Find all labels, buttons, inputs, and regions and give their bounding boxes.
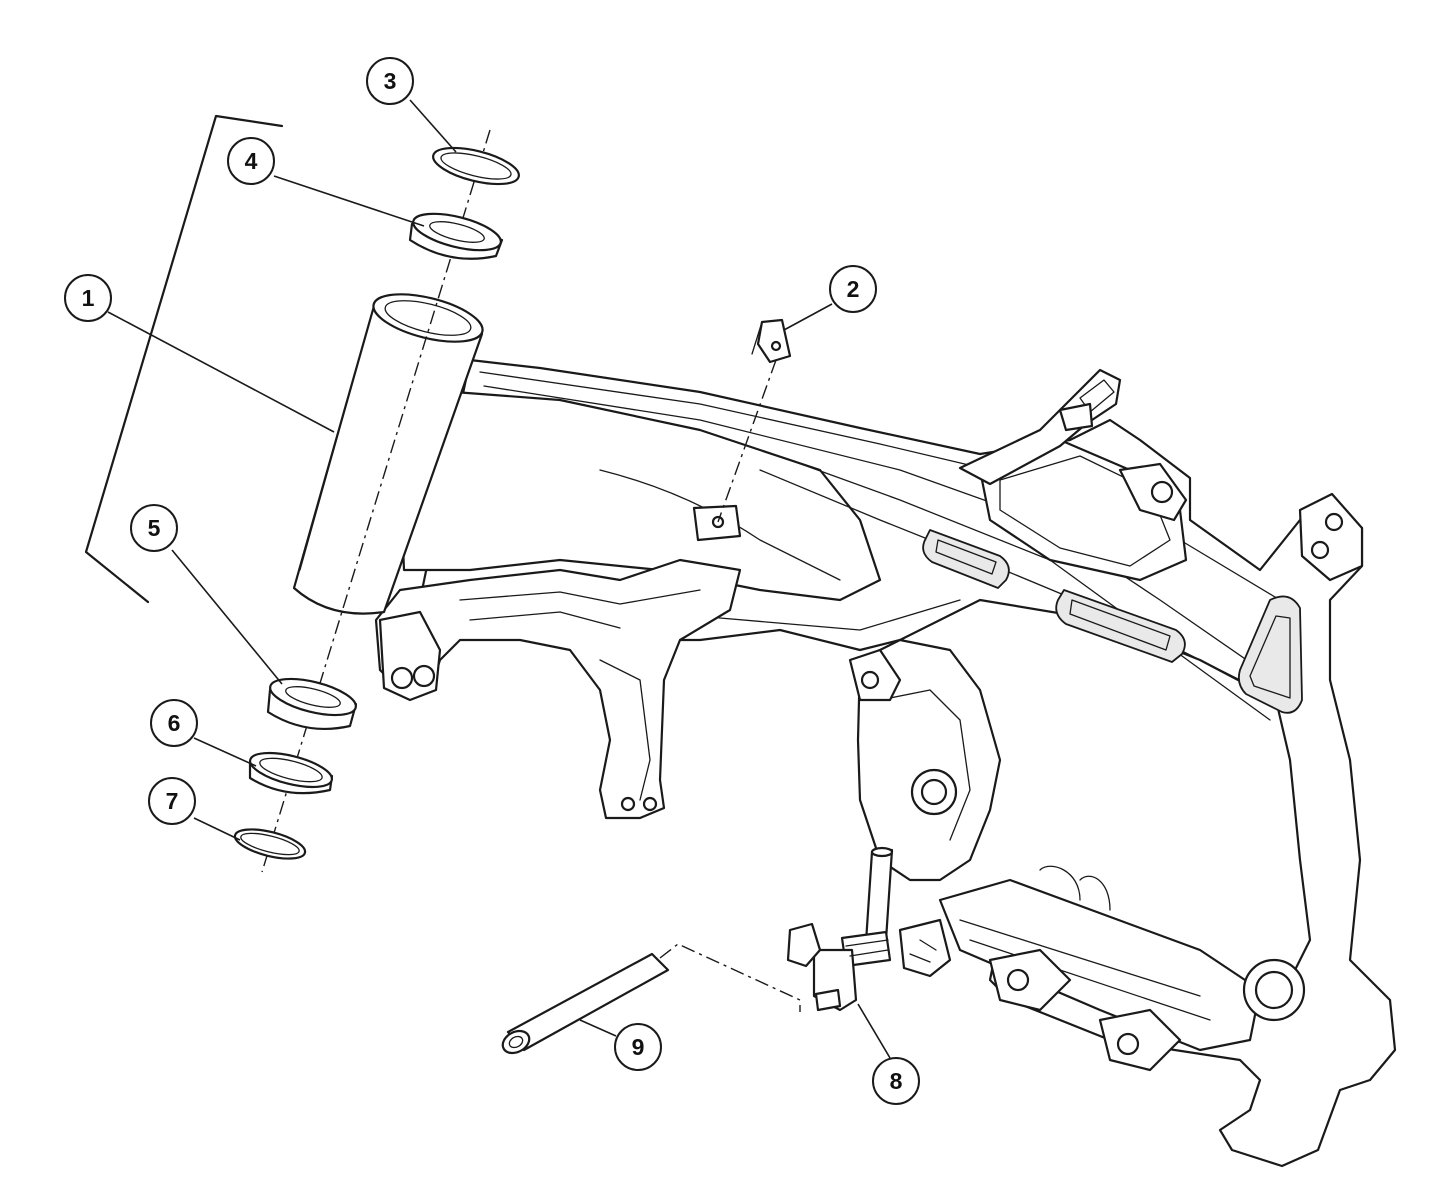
callout-7: 7	[148, 777, 196, 825]
callout-4-label: 4	[245, 148, 258, 174]
engine-mount[interactable]	[848, 638, 1002, 978]
seal-lower[interactable]	[247, 746, 335, 795]
callout-2-label: 2	[847, 276, 860, 302]
callout-6-label: 6	[168, 710, 181, 736]
side-stand-sensor[interactable]	[786, 846, 894, 1012]
bearing-upper[interactable]	[408, 207, 505, 260]
callout-5: 5	[130, 504, 178, 552]
callout-2: 2	[829, 265, 877, 313]
rear-cross-member[interactable]	[938, 865, 1306, 1072]
sensor-bracket[interactable]	[692, 318, 792, 542]
callout-3-label: 3	[384, 68, 397, 94]
leader-lines	[107, 99, 891, 1059]
main-frame[interactable]	[398, 358, 1397, 1168]
callout-4: 4	[227, 137, 275, 185]
bearing-lower[interactable]	[266, 672, 360, 731]
callout-7-label: 7	[166, 788, 179, 814]
callout-1: 1	[64, 274, 112, 322]
callout-3: 3	[366, 57, 414, 105]
assembly-bracket	[84, 114, 284, 604]
callout-6: 6	[150, 699, 198, 747]
callout-5-label: 5	[148, 515, 161, 541]
seal-ring-top[interactable]	[430, 141, 523, 191]
callout-9: 9	[614, 1023, 662, 1071]
front-cradle[interactable]	[374, 558, 742, 820]
callout-1-label: 1	[82, 285, 95, 311]
callout-9-label: 9	[632, 1034, 645, 1060]
callout-8: 8	[872, 1057, 920, 1105]
o-ring[interactable]	[232, 824, 308, 865]
pivot-pin[interactable]	[499, 943, 801, 1057]
callout-8-label: 8	[890, 1068, 903, 1094]
